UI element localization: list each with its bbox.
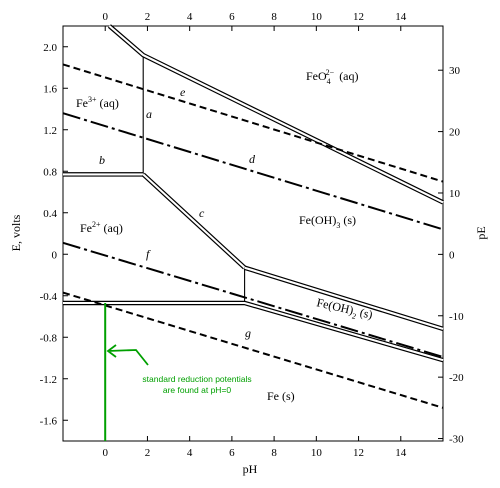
segment-label-e: e [180,85,186,99]
segment-label-g: g [245,326,251,340]
x-tick-label-bottom: 2 [145,447,151,459]
x-tick-label-top: 14 [395,11,407,23]
y-tick-label: -0.4 [40,291,58,303]
tick-marks [63,26,443,441]
boundary-line-c-inner [142,173,246,269]
annotation-line-2: are found at pH=0 [163,385,232,395]
x-tick-label-bottom: 10 [311,447,323,459]
segment-label-f: f [146,247,151,261]
boundary-line-e [62,63,444,183]
y-tick-label: 1.6 [43,83,57,95]
x-tick-label-top: 0 [102,11,108,23]
x-tick-label-top: 4 [187,11,193,23]
region-label-fe: Fe (s) [267,389,295,403]
y2-tick-label: 30 [449,65,461,77]
region-label-fe3: Fe3+(aq) [76,95,119,110]
y-tick-label: 0.8 [43,166,57,178]
x-tick-label-bottom: 0 [102,447,108,459]
x-tick-label-top: 12 [353,11,364,23]
x-axis-title: pH [243,462,258,476]
y2-tick-label: -10 [449,311,464,323]
x-tick-label-bottom: 8 [271,447,277,459]
plot-frame [62,25,444,442]
x-tick-label-bottom: 12 [353,447,364,459]
region-label-fe2: Fe2+(aq) [80,220,123,235]
annotation-line-1: standard reduction potentials [142,374,251,384]
x-tick-label-top: 8 [271,11,277,23]
boundary-line-feo4-upper [107,24,444,205]
region-label-feo4: FeO42−(aq) [306,68,359,86]
boundary-line-feo4-upper-inner [108,25,444,204]
region-label-feoh3: Fe(OH)3(s) [299,213,356,230]
y-tick-label: 2.0 [43,42,57,54]
boundary-line-g [62,291,444,409]
boundary-line-d [62,112,444,231]
y2-tick-label: 0 [449,249,455,261]
axis-tick-labels: 0 0 2 2 4 4 6 6 8 8 10 10 12 12 14 14 2.0 1.6 1.2 0.8 0.4 0 -0… [40,11,465,459]
y-tick-label: -1.6 [40,415,58,427]
x-tick-label-bottom: 14 [395,447,407,459]
y-tick-label: 0 [52,249,58,261]
y2-axis-title: pE [474,226,488,239]
y2-tick-label: 10 [449,188,461,200]
segment-label-a: a [146,107,152,121]
annotation-arrow [106,344,149,366]
y-tick-label: -1.2 [40,374,57,386]
y-tick-label: -0.8 [40,332,58,344]
x-tick-label-bottom: 6 [229,447,235,459]
boundary-line-fe-lower-inner [63,301,444,362]
y2-tick-label: -20 [449,372,464,384]
boundary-lines [62,24,444,441]
y2-tick-label: -30 [449,434,464,446]
segment-label-d: d [249,152,256,166]
boundary-line-f [62,241,444,358]
y-tick-label: 0.4 [43,208,57,220]
y-axis-title: E, volts [9,214,23,251]
x-tick-label-top: 6 [229,11,235,23]
boundary-line-feoh3-feoh2-inner [244,266,444,330]
segment-label-c: c [199,206,205,220]
y2-tick-label: 20 [449,127,461,139]
x-tick-label-bottom: 4 [187,447,193,459]
x-tick-label-top: 10 [311,11,323,23]
segment-label-b: b [99,153,105,167]
y-tick-label: 1.2 [43,125,57,137]
x-tick-label-top: 2 [145,11,151,23]
